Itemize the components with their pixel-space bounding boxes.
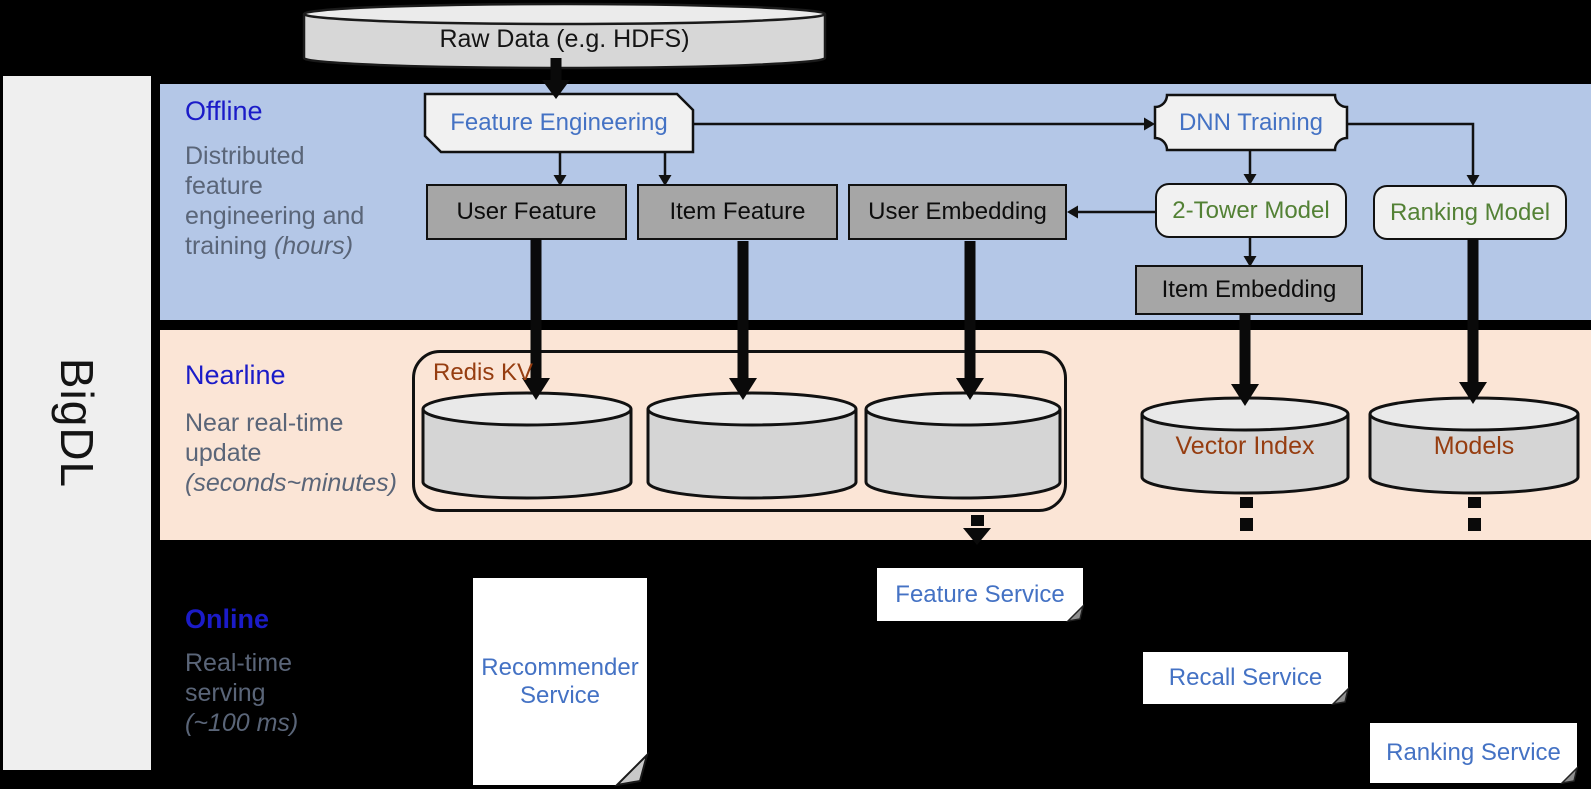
nearline-title: Nearline [185, 360, 286, 390]
item-feature-node: Item Feature [637, 184, 838, 240]
online-title: Online [185, 604, 270, 634]
dnn-training-label: DNN Training [1178, 108, 1324, 136]
offline-desc-line: Distributed [185, 142, 305, 170]
online-desc-line: Real-time [185, 649, 292, 677]
recall-service-card [1143, 652, 1348, 704]
offline-title: Offline [185, 96, 263, 126]
ranking-model-label: Ranking Model [1389, 198, 1551, 226]
nearline-description: Near real-time update (seconds~minutes) [185, 408, 445, 498]
user-feature-label: User Feature [456, 198, 597, 225]
online-desc-line: (~100 ms) [185, 709, 299, 737]
offline-desc-line: feature [185, 172, 263, 200]
recommender-service-label: Recommender Service [481, 653, 639, 709]
nearline-desc-line: (seconds~minutes) [185, 469, 397, 497]
user-feature-node: User Feature [426, 184, 627, 240]
user-embedding-label: User Embedding [868, 198, 1047, 225]
recall-service-label: Recall Service [1168, 664, 1323, 691]
bigdl-logo-text: BigDL [50, 357, 103, 489]
feature-service-node: Feature Service [877, 568, 1083, 621]
feature-service-card [877, 568, 1083, 621]
models-label: Models [1433, 431, 1515, 460]
online-description: Real-time serving (~100 ms) [185, 648, 435, 738]
offline-description: Distributed feature engineering and trai… [185, 141, 435, 261]
recommender-service-card [473, 578, 647, 785]
two-tower-model-label: 2-Tower Model [1172, 196, 1330, 224]
item-embedding-node: Item Embedding [1135, 265, 1363, 315]
user-embedding-node: User Embedding [848, 184, 1067, 240]
redis-kv-label: Redis KV [433, 359, 534, 386]
ranking-model-node: Ranking Model [1373, 185, 1567, 240]
feature-service-label: Feature Service [895, 580, 1065, 608]
item-feature-label: Item Feature [669, 198, 806, 225]
nearline-desc-line: Near real-time [185, 409, 344, 437]
bigdl-sidebar: BigDL [3, 76, 151, 770]
vector-index-label: Vector Index [1175, 431, 1315, 460]
raw-data-label: Raw Data (e.g. HDFS) [439, 24, 690, 53]
recall-service-node: Recall Service [1143, 652, 1348, 704]
offline-desc-line: training (hours) [185, 232, 354, 260]
ranking-service-label: Ranking Service [1386, 739, 1561, 766]
recommender-service-node: Recommender Service [473, 578, 647, 785]
ranking-service-card [1370, 723, 1577, 783]
ranking-service-node: Ranking Service [1370, 723, 1577, 783]
two-tower-model-node: 2-Tower Model [1155, 183, 1347, 238]
item-embedding-label: Item Embedding [1161, 276, 1337, 303]
nearline-desc-line: update [185, 439, 262, 467]
online-desc-line: serving [185, 679, 266, 707]
offline-desc-line: engineering and [185, 202, 365, 230]
feature-engineering-label: Feature Engineering [450, 109, 668, 136]
